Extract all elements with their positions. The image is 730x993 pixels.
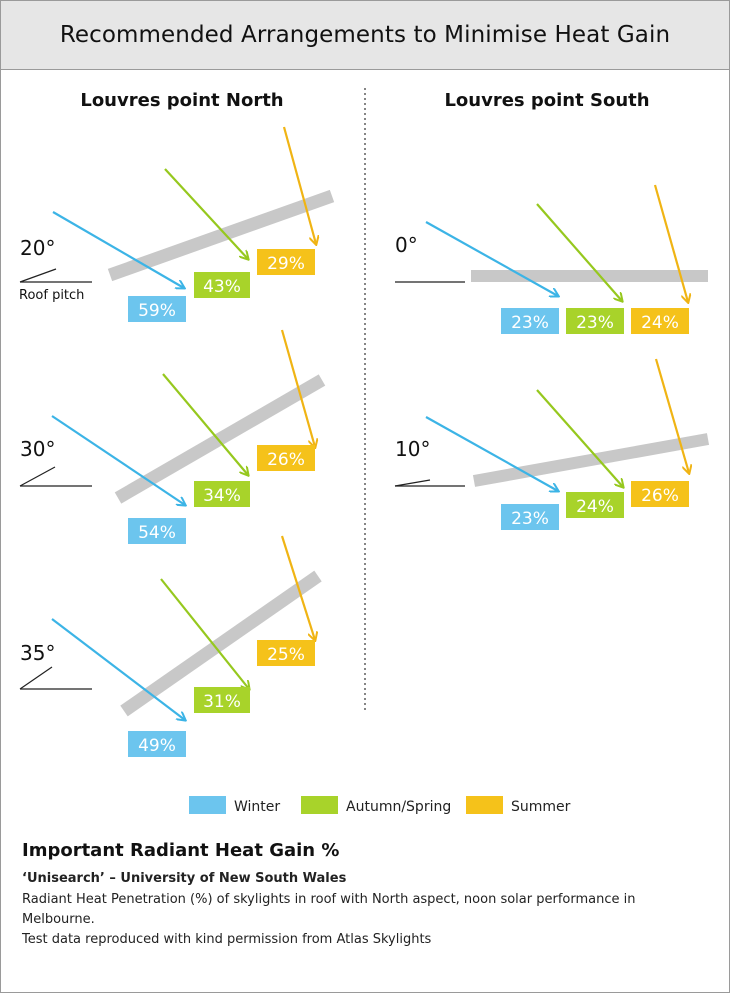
pitch-indicator-slope [19,466,56,487]
panel-south-0: 0° 23% 23% 24% [395,184,708,334]
louvre-blade [114,374,326,504]
legend: Winter Autumn/Spring Summer [189,796,571,815]
winter-ray [51,618,185,720]
autumn-spring-value-box [566,492,624,518]
autumn-spring-value-box [194,481,250,507]
winter-value-box [501,308,559,334]
panel-north-20: 20° Roof pitch 59% 43% 29% [19,126,335,322]
pitch-indicator-slope [19,666,53,690]
legend-swatch-summer [466,796,503,814]
column-heading-north: Louvres point North [80,90,283,111]
pitch-angle-label: 10° [395,437,430,461]
legend-label-summer: Summer [511,799,571,815]
winter-ray [425,221,558,296]
summer-value-box [257,249,315,275]
summer-value-box [257,640,315,666]
summer-ray [282,126,316,244]
autumn-spring-value-box [194,687,250,713]
winter-value: 23% [511,509,549,529]
summer-ray [280,535,315,640]
notes-section: Important Radiant Heat Gain % ‘Unisearch… [22,840,712,950]
notes-source: ‘Unisearch’ – University of New South Wa… [22,871,347,886]
summer-value-box [631,308,689,334]
winter-value: 49% [138,736,176,756]
louvre-diagram: Louvres point North Louvres point South … [19,88,710,815]
winter-value: 23% [511,313,549,333]
summer-ray [653,184,688,302]
autumn-spring-value-box [566,308,624,334]
winter-value: 54% [138,523,176,543]
autumn-spring-value: 31% [203,692,241,712]
summer-value: 29% [267,254,305,274]
autumn-spring-ray [164,168,248,259]
summer-value: 25% [267,645,305,665]
winter-value: 59% [138,301,176,321]
legend-label-winter: Winter [234,799,280,815]
page-title: Recommended Arrangements to Minimise Hea… [59,22,671,48]
winter-value-box [128,731,186,757]
autumn-spring-ray [162,373,248,475]
roof-pitch-label: Roof pitch [19,288,84,303]
summer-value-box [631,481,689,507]
pitch-indicator-slope [19,268,57,283]
pitch-indicator-slope [394,479,431,487]
notes-heading: Important Radiant Heat Gain % [22,840,340,861]
pitch-angle-label: 0° [395,233,418,257]
title-bar: Recommended Arrangements to Minimise Hea… [1,1,729,70]
winter-ray [52,211,184,288]
winter-value-box [128,296,186,322]
column-heading-south: Louvres point South [444,90,649,111]
notes-credit: Test data reproduced with kind permissio… [22,932,432,947]
pitch-angle-label: 35° [20,641,55,665]
winter-value-box [501,504,559,530]
autumn-spring-value: 24% [576,497,614,517]
pitch-angle-label: 30° [20,437,55,461]
legend-swatch-autumn-spring [301,796,338,814]
autumn-spring-value: 34% [203,486,241,506]
autumn-spring-ray [536,389,623,487]
summer-value: 24% [641,313,679,333]
louvre-blade [120,570,322,717]
summer-ray [654,358,689,473]
autumn-spring-ray [160,578,249,689]
louvre-blade [107,189,335,282]
panel-south-10: 10° 23% 24% 26% [394,358,710,530]
autumn-spring-value: 23% [576,313,614,333]
autumn-spring-value: 43% [203,277,241,297]
winter-value-box [128,518,186,544]
notes-description: Radiant Heat Penetration (%) of skylight… [22,892,636,927]
pitch-angle-label: 20° [20,236,55,260]
winter-ray [51,415,185,505]
summer-value: 26% [267,450,305,470]
panel-north-30: 30° 54% 34% 26% [19,329,326,544]
summer-value: 26% [641,486,679,506]
winter-ray [425,416,558,491]
summer-ray [280,329,315,447]
summer-value-box [257,445,315,471]
autumn-spring-ray [536,203,622,301]
autumn-spring-value-box [194,272,250,298]
legend-label-autumn-spring: Autumn/Spring [346,799,451,815]
legend-swatch-winter [189,796,226,814]
panel-north-35: 35° 49% 31% 25% [19,535,322,757]
louvre-blade [472,433,710,487]
